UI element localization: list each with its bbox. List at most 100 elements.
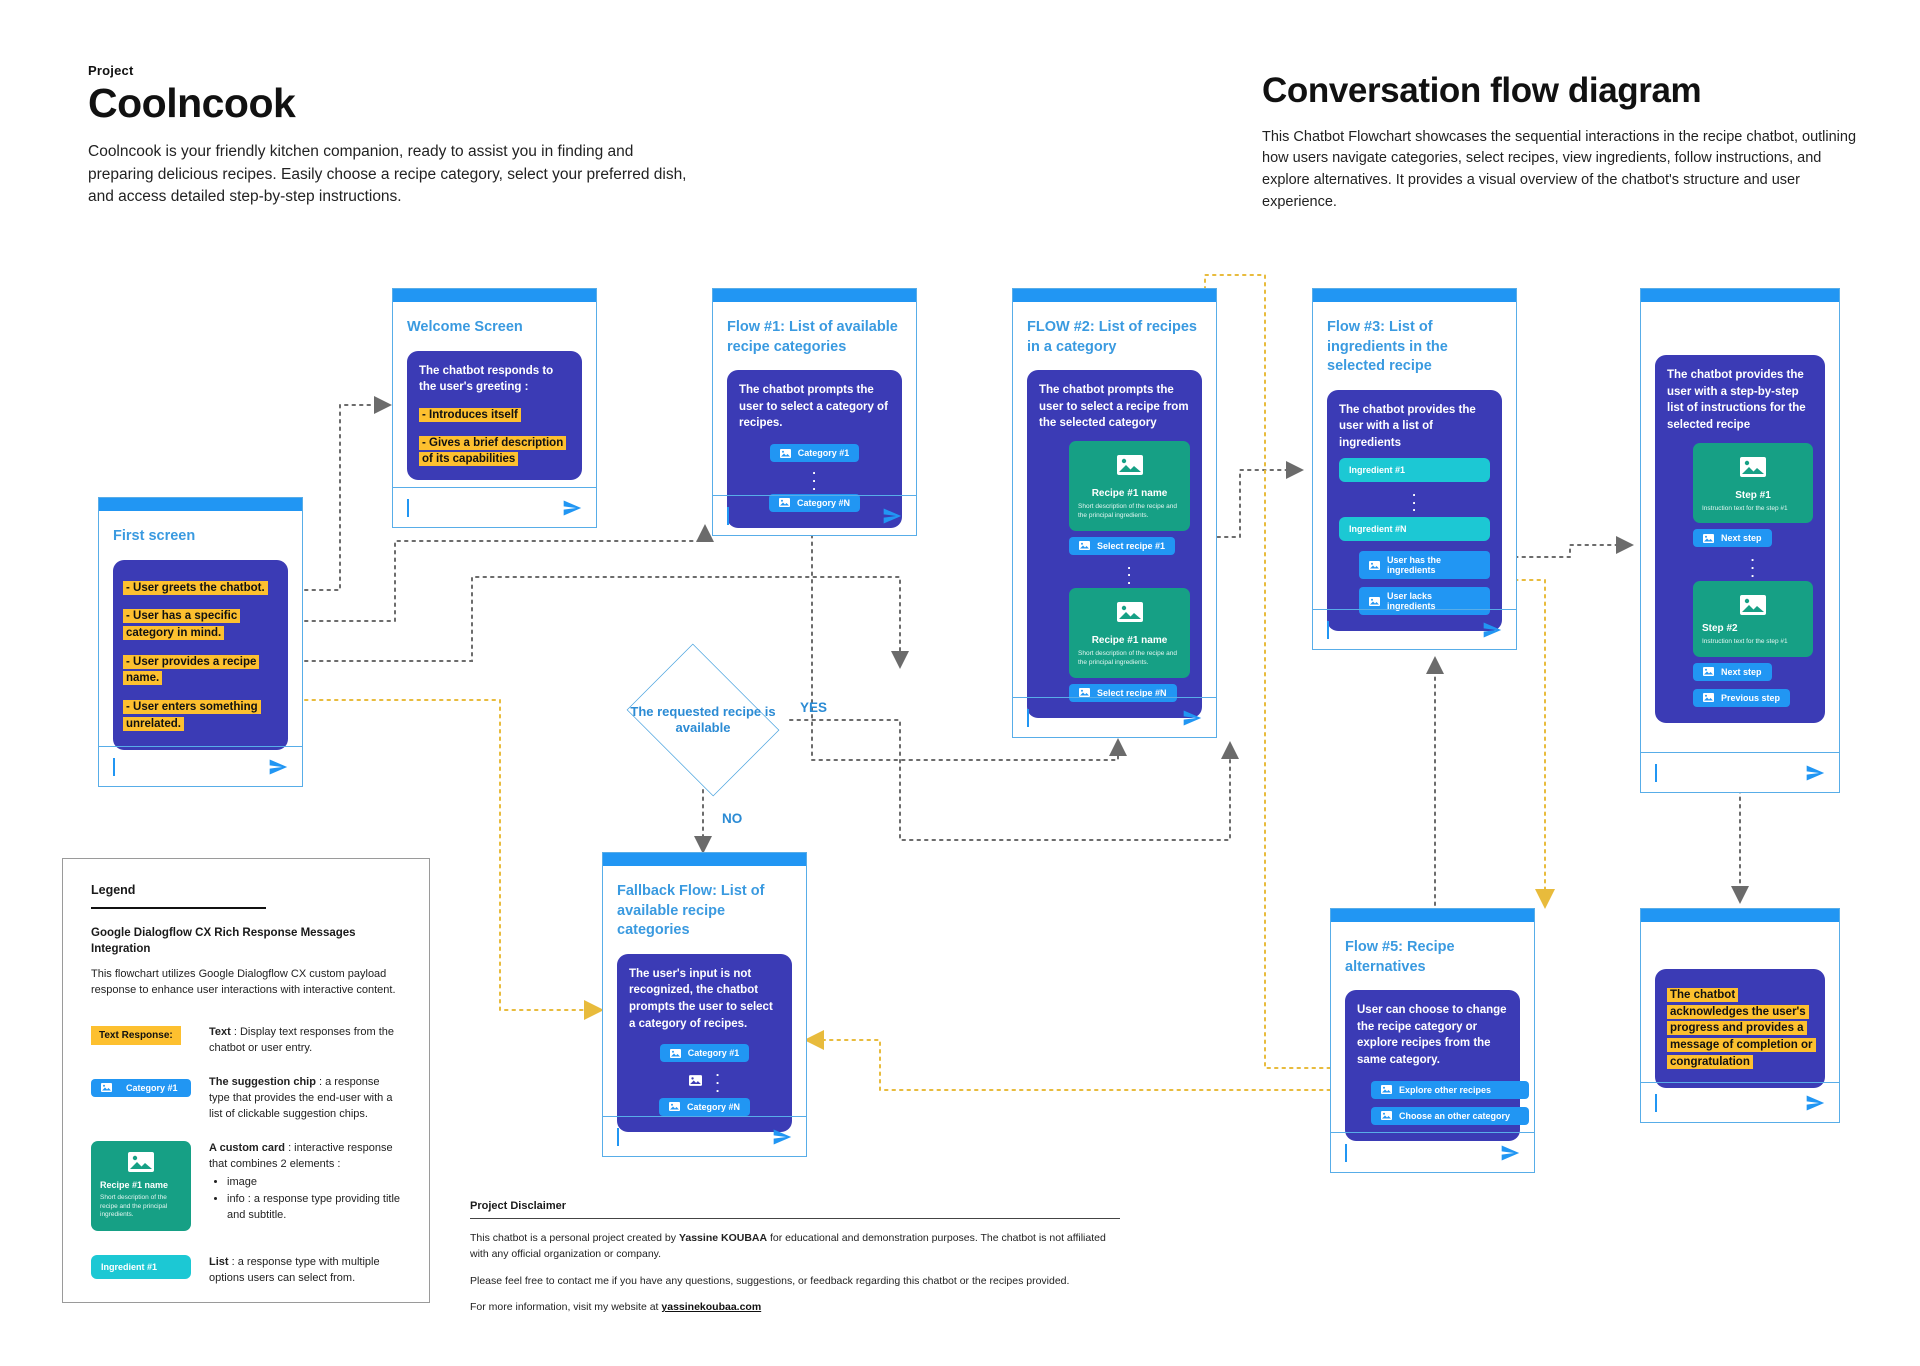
text-cursor-icon [407, 498, 409, 517]
bubble-line: - User enters something unrelated. [123, 699, 261, 731]
text-cursor-icon [617, 1127, 619, 1146]
send-icon[interactable] [268, 757, 288, 777]
disclaimer-divider [470, 1218, 1120, 1219]
disclaimer-p1-a: This chatbot is a personal project creat… [470, 1232, 679, 1244]
chat-input-bar[interactable] [99, 746, 302, 786]
chip-label: Category #1 [687, 1048, 740, 1059]
suggestion-chip[interactable]: Category #1 [769, 444, 860, 463]
custom-card[interactable]: Step #1 Instruction text for the step #1 [1693, 442, 1813, 524]
edge-label-no: NO [722, 811, 743, 826]
diagram-header: Conversation flow diagram This Chatbot F… [1262, 71, 1862, 214]
legend-desc: : Display text responses from the chatbo… [209, 1026, 395, 1054]
screen-topbar [1641, 909, 1839, 922]
chip-label: Category #N [686, 1101, 740, 1112]
card-title: Recipe #1 name [1091, 635, 1168, 647]
chat-bubble: User can choose to change the recipe cat… [1345, 990, 1529, 1141]
suggestion-chip[interactable]: Select recipe #1 [1069, 536, 1176, 555]
send-icon[interactable] [1500, 1143, 1520, 1163]
bubble-prompt: User can choose to change the recipe cat… [1357, 1004, 1507, 1067]
chat-bubble: The chatbot prompts the user to select a… [727, 370, 902, 528]
bubble-prompt: The chatbot provides the user with a lis… [1339, 403, 1476, 450]
suggestion-chip[interactable]: User has the ingredients [1359, 551, 1490, 580]
bubble-line: - Gives a brief description of its capab… [419, 435, 567, 467]
disclaimer-p2: Please feel free to contact me if you ha… [470, 1274, 1070, 1287]
card-title: Step #2 [1702, 622, 1738, 634]
image-icon [669, 1048, 681, 1058]
bubble-prompt: The chatbot prompts the user to select a… [1039, 384, 1189, 430]
screen-title: Flow #1: List of available recipe catego… [727, 319, 898, 355]
text-cursor-icon [727, 506, 729, 525]
list-item[interactable]: Ingredient #N [1339, 517, 1490, 542]
author-name: Yassine KOUBAA [678, 1232, 768, 1244]
legend-row: Ingredient #1 List : a response type wit… [91, 1255, 401, 1287]
send-icon[interactable] [1482, 620, 1502, 640]
bubble-line: - User greets the chatbot. [123, 580, 268, 595]
screen-flow1: Flow #1: List of available recipe catego… [712, 288, 917, 536]
text-cursor-icon [1655, 763, 1657, 782]
image-icon [1116, 455, 1143, 476]
chat-input-bar[interactable] [1641, 752, 1839, 792]
legend-term: A custom card [209, 1141, 286, 1154]
send-icon[interactable] [562, 498, 582, 518]
suggestion-chip-swatch: Category #1 [91, 1078, 191, 1097]
image-icon [1740, 594, 1766, 615]
website-link[interactable]: yassinekoubaa.com [661, 1301, 762, 1314]
suggestion-chip[interactable]: Explore other recipes [1371, 1080, 1529, 1099]
legend-desc: : interactive response that combines 2 e… [209, 1141, 393, 1170]
project-description: Coolncook is your friendly kitchen compa… [88, 143, 687, 205]
chat-bubble: The chatbot acknowledges the user's prog… [1655, 969, 1825, 1089]
image-icon [1381, 1085, 1392, 1095]
list-item[interactable]: Ingredient #1 [1339, 457, 1490, 482]
ellipsis-icon: ... [812, 462, 817, 493]
text-cursor-icon [1345, 1143, 1347, 1162]
suggestion-chip[interactable]: Next step [1693, 662, 1772, 681]
image-icon [1079, 688, 1090, 698]
send-icon[interactable] [772, 1127, 792, 1147]
send-icon[interactable] [1805, 1093, 1825, 1113]
chip-label: Select recipe #N [1097, 687, 1167, 698]
suggestion-chip[interactable]: Previous step [1693, 688, 1791, 707]
legend-row: Text Response: Text : Display text respo… [91, 1025, 401, 1057]
send-icon[interactable] [1805, 763, 1825, 783]
suggestion-chip[interactable]: Category #N [658, 1097, 750, 1116]
custom-card[interactable]: Step #2 Instruction text for the step #1 [1693, 580, 1813, 657]
legend-swatch: Ingredient #1 [91, 1255, 191, 1280]
image-icon [1381, 1111, 1392, 1121]
suggestion-chip[interactable]: Category #N [768, 493, 860, 512]
suggestion-chip[interactable]: User lacks ingredients [1359, 587, 1490, 616]
screen-fallback: Fallback Flow: List of available recipe … [602, 852, 807, 1157]
suggestion-chip[interactable]: Next step [1693, 529, 1772, 548]
chip-label: Next step [1721, 533, 1762, 544]
screen-flow4-steps: The chatbot provides the user with a ste… [1640, 288, 1840, 793]
screen-topbar [393, 289, 596, 302]
custom-card[interactable]: Recipe #1 name Short description of the … [1069, 588, 1190, 678]
screen-flow3: Flow #3: List of ingredients in the sele… [1312, 288, 1517, 650]
suggestion-chip[interactable]: Choose an other category [1371, 1106, 1529, 1125]
custom-card-swatch: Recipe #1 name Short description of the … [91, 1140, 191, 1232]
screen-topbar [1641, 289, 1839, 302]
chat-input-bar[interactable] [713, 495, 916, 535]
legend-bullets: image info : a response type providing t… [209, 1175, 401, 1224]
chat-input-bar[interactable] [393, 487, 596, 527]
chat-input-bar[interactable] [1313, 609, 1516, 649]
send-icon[interactable] [882, 506, 902, 526]
custom-card[interactable]: Recipe #1 name Short description of the … [1069, 441, 1190, 531]
legend-term: The suggestion chip [209, 1075, 316, 1088]
image-icon [101, 1083, 112, 1093]
disclaimer-p3-a: For more information, visit my website a… [470, 1301, 662, 1314]
suggestion-chip[interactable]: Category #1 [659, 1044, 750, 1063]
send-icon[interactable] [1182, 708, 1202, 728]
ellipsis-icon: ... [1412, 483, 1417, 515]
bubble-line: - User has a specific category in mind. [123, 609, 241, 640]
chat-input-bar[interactable] [1013, 697, 1216, 737]
text-response-swatch: Text Response: [91, 1026, 181, 1046]
diagram-title: Conversation flow diagram [1262, 71, 1702, 110]
screen-title: FLOW #2: List of recipes in a category [1027, 319, 1197, 355]
chat-input-bar[interactable] [603, 1116, 806, 1156]
legend-heading: Legend [91, 883, 136, 897]
chat-input-bar[interactable] [1641, 1082, 1839, 1122]
legend-paragraph: This flowchart utilizes Google Dialogflo… [91, 968, 396, 997]
chat-input-bar[interactable] [1331, 1132, 1534, 1172]
chat-bubble: The chatbot prompts the user to select a… [1027, 370, 1202, 718]
bubble-prompt: The chatbot prompts the user to select a… [739, 384, 888, 430]
